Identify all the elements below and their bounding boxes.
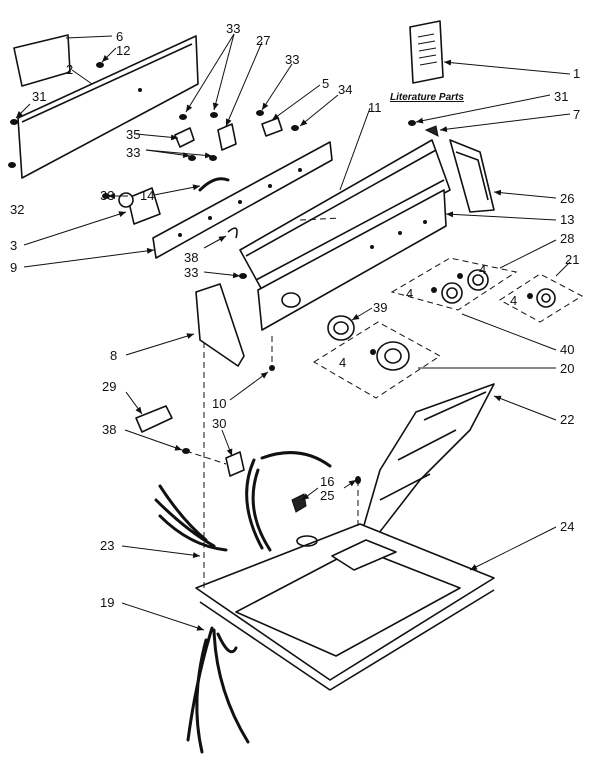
callout-19: 19: [100, 595, 114, 610]
callout-27: 27: [256, 33, 270, 48]
screw-fasteners: [8, 62, 416, 484]
callout-4d: 4: [339, 355, 346, 370]
callout-14: 14: [140, 188, 154, 203]
callout-33-mid: 33: [126, 145, 140, 160]
callout-20: 20: [560, 361, 574, 376]
callout-28: 28: [560, 231, 574, 246]
assembly-guide-lines: [185, 217, 359, 588]
console-end-cap-part: [449, 139, 495, 213]
callout-33-left: 33: [100, 188, 114, 203]
callout-4a: 4: [479, 262, 486, 277]
callout-32: 32: [10, 202, 24, 217]
door-part: [361, 383, 495, 543]
callout-7: 7: [573, 107, 580, 122]
timer-part: [118, 187, 161, 225]
rear-panel-part: [17, 35, 199, 179]
switch-components: [174, 117, 283, 239]
callout-16: 16: [320, 474, 334, 489]
knob-parts: [313, 257, 584, 399]
callout-31-right: 31: [554, 89, 568, 104]
callout-33-top: 33: [226, 21, 240, 36]
callout-33-bottom: 33: [184, 265, 198, 280]
callout-29: 29: [102, 379, 116, 394]
callout-1: 1: [573, 66, 580, 81]
callout-31-left: 31: [32, 89, 46, 104]
leader-lines: [15, 33, 571, 631]
callout-39: 39: [373, 300, 387, 315]
callout-11: 11: [368, 100, 382, 115]
literature-booklet-part: Literature Parts: [390, 20, 464, 103]
callout-21: 21: [565, 252, 579, 267]
left-end-cap-part: [195, 283, 245, 367]
callout-9: 9: [10, 260, 17, 275]
callout-34: 34: [338, 82, 352, 97]
callout-38-lower: 38: [102, 422, 116, 437]
callout-25: 25: [320, 488, 334, 503]
callout-13: 13: [560, 212, 574, 227]
console-top-part: [239, 139, 451, 291]
callout-35: 35: [126, 127, 140, 142]
callout-6: 6: [116, 29, 123, 44]
callout-24: 24: [560, 519, 574, 534]
terminal-block-part: [135, 405, 173, 433]
wire-clip-part: [225, 451, 245, 477]
callout-38-upper: 38: [184, 250, 198, 265]
callout-8: 8: [110, 348, 117, 363]
callout-3: 3: [10, 238, 17, 253]
control-bracket-part: [152, 141, 333, 259]
callout-5: 5: [322, 76, 329, 91]
top-panel-part: [195, 523, 495, 691]
callout-4c: 4: [510, 293, 517, 308]
clip-part: [424, 125, 439, 137]
callout-40: 40: [560, 342, 574, 357]
callout-4b: 4: [406, 286, 413, 301]
callout-33-right: 33: [285, 52, 299, 67]
callout-2: 2: [66, 62, 73, 77]
wire-harness-parts: [154, 451, 332, 754]
callout-10: 10: [212, 396, 226, 411]
callout-23: 23: [100, 538, 114, 553]
callout-22: 22: [560, 412, 574, 427]
callout-30: 30: [212, 416, 226, 431]
callout-26: 26: [560, 191, 574, 206]
callout-labels: 1 2 3 4 4 4 4 5 6 7 8 9 10 11 12 13 14 1…: [10, 21, 580, 610]
callout-12: 12: [116, 43, 130, 58]
console-front-panel-part: [257, 189, 447, 331]
cord-strain-relief-part: [291, 493, 307, 513]
literature-parts-label: Literature Parts: [390, 92, 464, 103]
rear-cover-plate-part: [13, 34, 71, 87]
